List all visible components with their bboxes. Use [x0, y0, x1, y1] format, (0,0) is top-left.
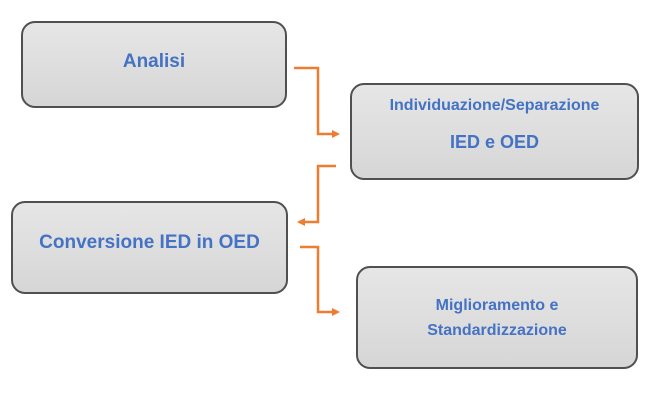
- step-analisi-box: Analisi: [21, 21, 287, 108]
- connector-analisi-to-individuazione: [294, 66, 340, 138]
- step-miglioramento-label-line1: Miglioramento e: [435, 296, 559, 314]
- connector-individuazione-to-conversione: [297, 164, 336, 226]
- connector-conversione-to-miglioramento: [300, 245, 340, 316]
- step-conversione-box: Conversione IED in OED: [11, 201, 288, 294]
- step-analisi-label: Analisi: [122, 50, 186, 72]
- step-miglioramento-box: Miglioramento e Standardizzazione: [356, 266, 638, 369]
- step-individuazione-box: Individuazione/Separazione IED e OED: [350, 83, 639, 180]
- step-individuazione-label-line2: IED e OED: [449, 132, 540, 152]
- step-individuazione-label-line1: Individuazione/Separazione: [389, 97, 600, 114]
- step-conversione-label: Conversione IED in OED: [39, 231, 260, 253]
- step-miglioramento-label-line2: Standardizzazione: [427, 321, 567, 339]
